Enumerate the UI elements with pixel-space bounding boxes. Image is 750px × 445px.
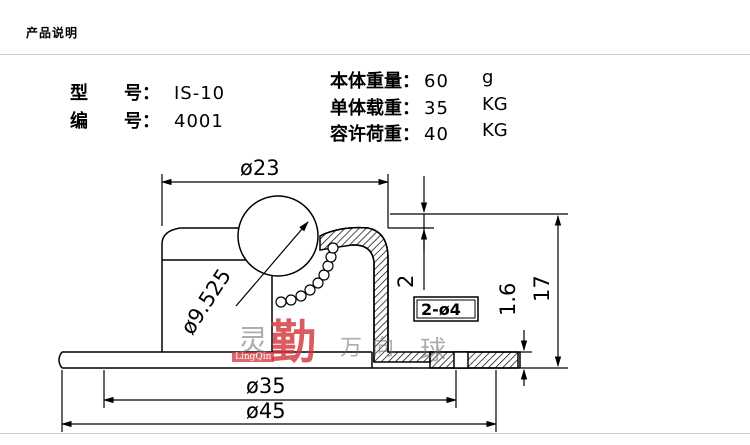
spec-weight-value: 60 (424, 71, 449, 92)
watermark-char-4: 向 (372, 336, 395, 361)
page-title: 产品说明 (26, 26, 79, 40)
dim-holes: 2-ø4 (421, 300, 461, 319)
watermark-stamp: LingQin (232, 352, 275, 362)
dim-ball-diameter: ø9.525 (176, 264, 236, 338)
spec-model-value: IS-10 (174, 83, 226, 104)
spec-allowable-load: 容许荷重：40 KG (330, 120, 508, 146)
spec-allowable-load-label: 容许荷重： (330, 124, 420, 145)
dim-flange-thickness: 1.6 (496, 283, 520, 316)
bottom-divider (0, 433, 750, 434)
spec-model-label: 型 号： (70, 83, 160, 104)
header-divider (0, 54, 750, 55)
bearing-balls (275, 242, 339, 308)
spec-single-load: 单体载重：35 KG (330, 94, 508, 120)
spec-model: 型 号： IS-10 (70, 79, 225, 105)
dim-flange-width: ø45 (246, 399, 286, 423)
spec-allowable-load-value: 40 (424, 124, 449, 145)
main-ball (237, 195, 319, 277)
dim-hole-height: 2 (394, 275, 418, 288)
spec-number-value: 4001 (174, 111, 224, 132)
spec-number-label: 编 号： (70, 111, 160, 132)
spec-weight-label: 本体重量： (330, 71, 420, 92)
holes-badge (413, 296, 479, 322)
dim-hole-pitch: ø35 (246, 374, 286, 398)
spec-number: 编 号： 4001 (70, 107, 224, 133)
spec-single-load-label: 单体载重： (330, 98, 420, 119)
spec-weight-unit: g (482, 67, 494, 88)
watermark-char-2: 勤 (270, 315, 316, 369)
dim-top-width: ø23 (240, 156, 280, 180)
spec-single-load-value: 35 (424, 98, 449, 119)
flange-hole (453, 351, 469, 369)
spec-single-load-unit: KG (482, 94, 508, 115)
spec-allowable-load-unit: KG (482, 120, 508, 141)
watermark-char-5: 球 (420, 336, 447, 366)
spec-weight: 本体重量：60 g (330, 67, 493, 93)
watermark-char-3: 万 (340, 336, 363, 361)
housing-body (161, 227, 273, 352)
dim-total-height: 17 (530, 275, 554, 302)
